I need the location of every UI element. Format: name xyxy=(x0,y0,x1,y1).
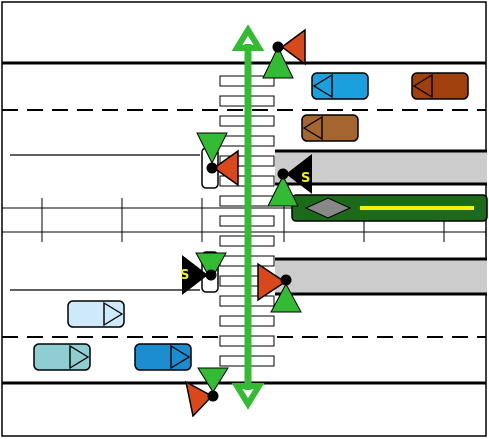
ped-signal-pivot-icon xyxy=(272,41,284,53)
ped-signal-upper-left xyxy=(196,132,239,187)
car-teal xyxy=(33,343,91,371)
ped-signal-green-icon xyxy=(196,132,228,165)
tram-body xyxy=(275,259,487,294)
ped-signal-pivot-icon xyxy=(280,274,292,286)
ped-signal-green-icon xyxy=(197,367,229,393)
ped-signal-green-icon xyxy=(195,252,227,282)
car-light-blue xyxy=(67,300,125,328)
car-brown-middle xyxy=(301,114,359,142)
crossing-arrow-head-down xyxy=(231,383,265,410)
car-blue-top xyxy=(311,72,369,100)
ped-signal-green-icon xyxy=(262,45,294,79)
ped-signal-side-lower: S xyxy=(180,252,227,295)
car-blue-bottom xyxy=(134,343,192,371)
signal-letter: S xyxy=(180,268,189,283)
car-body xyxy=(411,72,469,100)
ped-signal-bottom xyxy=(184,367,229,418)
ped-signal-green-icon xyxy=(270,282,302,313)
ped-signal-pivot-icon xyxy=(207,390,219,402)
tram-lower-gray xyxy=(275,257,487,296)
ped-signal-top xyxy=(262,28,306,79)
tram-diamond-marker xyxy=(304,197,352,219)
ped-signal-red-icon xyxy=(212,149,239,187)
ped-signal-lower-right xyxy=(257,262,302,313)
ped-signal-red-icon xyxy=(280,28,306,66)
vehicles xyxy=(33,72,469,371)
ped-signal-green-icon xyxy=(267,174,299,207)
signal-letter: S xyxy=(301,171,310,186)
ped-signal-pivot-icon xyxy=(277,168,289,180)
ped-signal-red-icon xyxy=(257,262,287,302)
ped-signal-pivot-icon xyxy=(206,162,218,174)
car-body xyxy=(311,72,369,100)
car-body xyxy=(134,343,192,371)
car-body xyxy=(33,343,91,371)
car-body xyxy=(301,114,359,142)
direction-signal-icon xyxy=(286,154,312,194)
car-body xyxy=(67,300,125,328)
direction-signal-icon xyxy=(182,255,208,295)
ped-signal-pivot-icon xyxy=(205,269,217,281)
car-brown-top-right xyxy=(411,72,469,100)
ped-signal-red-icon xyxy=(184,380,214,418)
tram-active-green xyxy=(291,194,488,222)
crossing-arrow-head-up xyxy=(231,24,265,51)
ped-signal-main-upper: S xyxy=(267,154,312,207)
crossing-arrow xyxy=(231,24,265,410)
